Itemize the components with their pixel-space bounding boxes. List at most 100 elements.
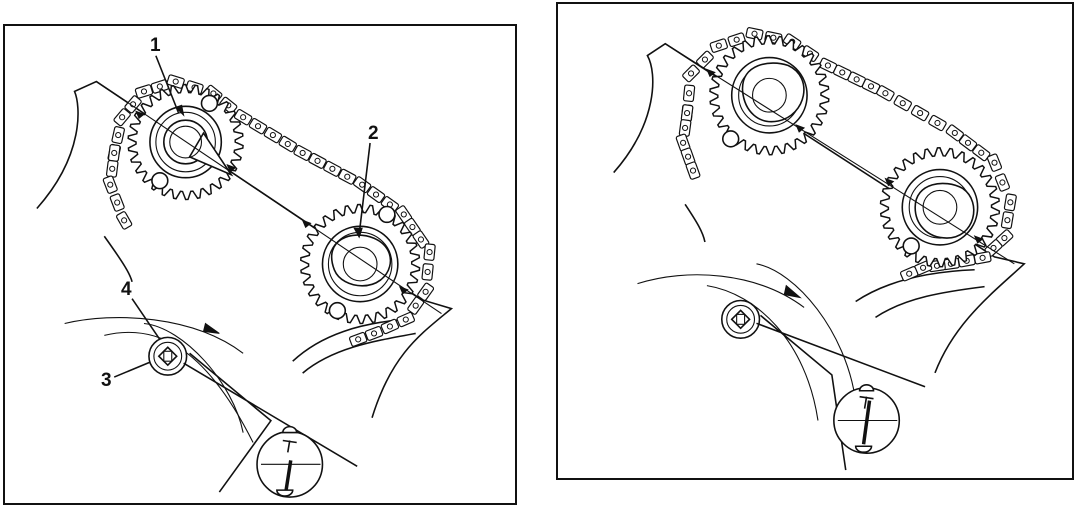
chain-pin	[314, 157, 321, 164]
chain-pin	[687, 70, 695, 77]
timing-chain	[102, 74, 436, 347]
chain-pin	[269, 132, 276, 139]
chain-pin	[839, 69, 846, 76]
camshaft-sprocket-2	[299, 203, 421, 325]
crank-pulley-arc-3	[756, 263, 857, 401]
right-timing-diagram	[613, 27, 1026, 471]
chain-pin	[400, 211, 407, 218]
chain-pin	[979, 254, 986, 261]
chain-pin	[715, 42, 722, 49]
sprocket-bolt-2a	[902, 237, 920, 255]
callout-label-3: 3	[101, 370, 112, 391]
cam-lobe-2	[914, 182, 975, 239]
timing-alignment-line	[96, 81, 442, 315]
chain-pin	[329, 165, 336, 172]
chain-pin	[412, 302, 419, 309]
chain-pin	[426, 249, 433, 256]
chain-pin	[107, 181, 114, 188]
chain-pin	[156, 83, 163, 90]
chain-pin	[119, 114, 126, 121]
chain-pin	[951, 129, 958, 136]
callout-4-leader	[131, 298, 165, 346]
chain-pin	[370, 330, 378, 337]
chain-pin	[978, 149, 985, 156]
block-inner-outline	[684, 203, 706, 243]
timing-dial	[256, 425, 324, 498]
chain-pin	[684, 153, 692, 160]
lower-block-curve-2	[302, 332, 416, 374]
chain-pin	[422, 288, 429, 295]
chain-pin	[417, 236, 425, 243]
chain-pin	[1004, 217, 1011, 224]
chain-pin	[999, 179, 1006, 186]
chain-pin	[964, 139, 972, 146]
chain-pin	[115, 132, 122, 139]
chain-pin	[853, 76, 860, 83]
chain-pin	[685, 90, 693, 97]
crankshaft-key	[148, 336, 188, 376]
crankshaft-key	[720, 299, 761, 339]
chain-pin	[733, 36, 740, 43]
chain-pin	[409, 223, 416, 231]
chain-pin	[824, 62, 831, 69]
rotation-arrow	[202, 322, 220, 334]
timing-marks	[705, 68, 984, 244]
chain-pin	[121, 217, 128, 224]
chain-pin	[424, 268, 431, 276]
chain-pin	[344, 173, 351, 180]
chain-pin	[991, 159, 998, 166]
chain-pin	[172, 78, 179, 85]
callout-2-leader	[358, 142, 371, 235]
sprocket-bolt-2b	[328, 301, 347, 320]
chain-pin	[920, 264, 927, 271]
left-timing-diagram	[36, 55, 454, 498]
chain-pin	[114, 199, 121, 206]
chain-pin	[882, 90, 889, 97]
pointer-arm	[756, 314, 926, 471]
lower-block-curve-2	[875, 285, 985, 319]
crank-pulley-arc-inner	[706, 285, 819, 421]
pointer-arm	[183, 352, 358, 493]
chain-pin	[751, 30, 758, 37]
callout-label-1: 1	[150, 35, 161, 56]
chain-pin	[254, 123, 262, 130]
chain-pin	[402, 316, 409, 323]
left-timing-diagram-panel: 1 2 3 4	[3, 24, 517, 505]
chain-pin	[701, 56, 709, 63]
timing-chain	[675, 27, 1017, 282]
cam-lobe-2	[331, 234, 392, 287]
chain-pin	[684, 110, 691, 117]
sprocket-bolt-1a	[200, 94, 219, 113]
chain-pin	[284, 140, 291, 148]
chain-pin	[299, 149, 306, 157]
chain-pin	[917, 110, 924, 117]
timing-marks	[135, 110, 409, 295]
cam-lobe-1	[741, 62, 805, 123]
crank-pulley-arc-outer	[64, 317, 244, 354]
chain-pin	[240, 114, 247, 121]
chain-pin	[680, 139, 687, 146]
chain-pin	[359, 181, 366, 188]
rotation-arrow	[783, 284, 802, 299]
sprocket-bolt-2a	[378, 205, 396, 224]
chain-pin	[140, 88, 148, 95]
sprocket-bolt-1a	[721, 130, 740, 148]
chain-pin	[111, 149, 118, 157]
camshaft-sprocket-2	[879, 147, 1001, 268]
chain-pin	[682, 124, 689, 132]
block-inner-outline	[103, 235, 133, 283]
timing-alignment-line	[664, 43, 1015, 265]
chain-pin	[689, 167, 697, 174]
chain-pin	[355, 336, 362, 343]
timing-dial	[833, 384, 901, 455]
callout-label-4: 4	[121, 279, 132, 300]
chain-pin	[1001, 234, 1008, 242]
callout-1-leader	[155, 55, 180, 114]
chain-pin	[109, 165, 116, 172]
chain-pin	[1007, 199, 1014, 206]
crank-pulley-arc-3	[143, 322, 244, 433]
chain-pin	[899, 100, 906, 107]
engine-block-outline	[613, 42, 1026, 374]
chain-pin	[867, 83, 875, 90]
callout-label-2: 2	[368, 123, 379, 144]
